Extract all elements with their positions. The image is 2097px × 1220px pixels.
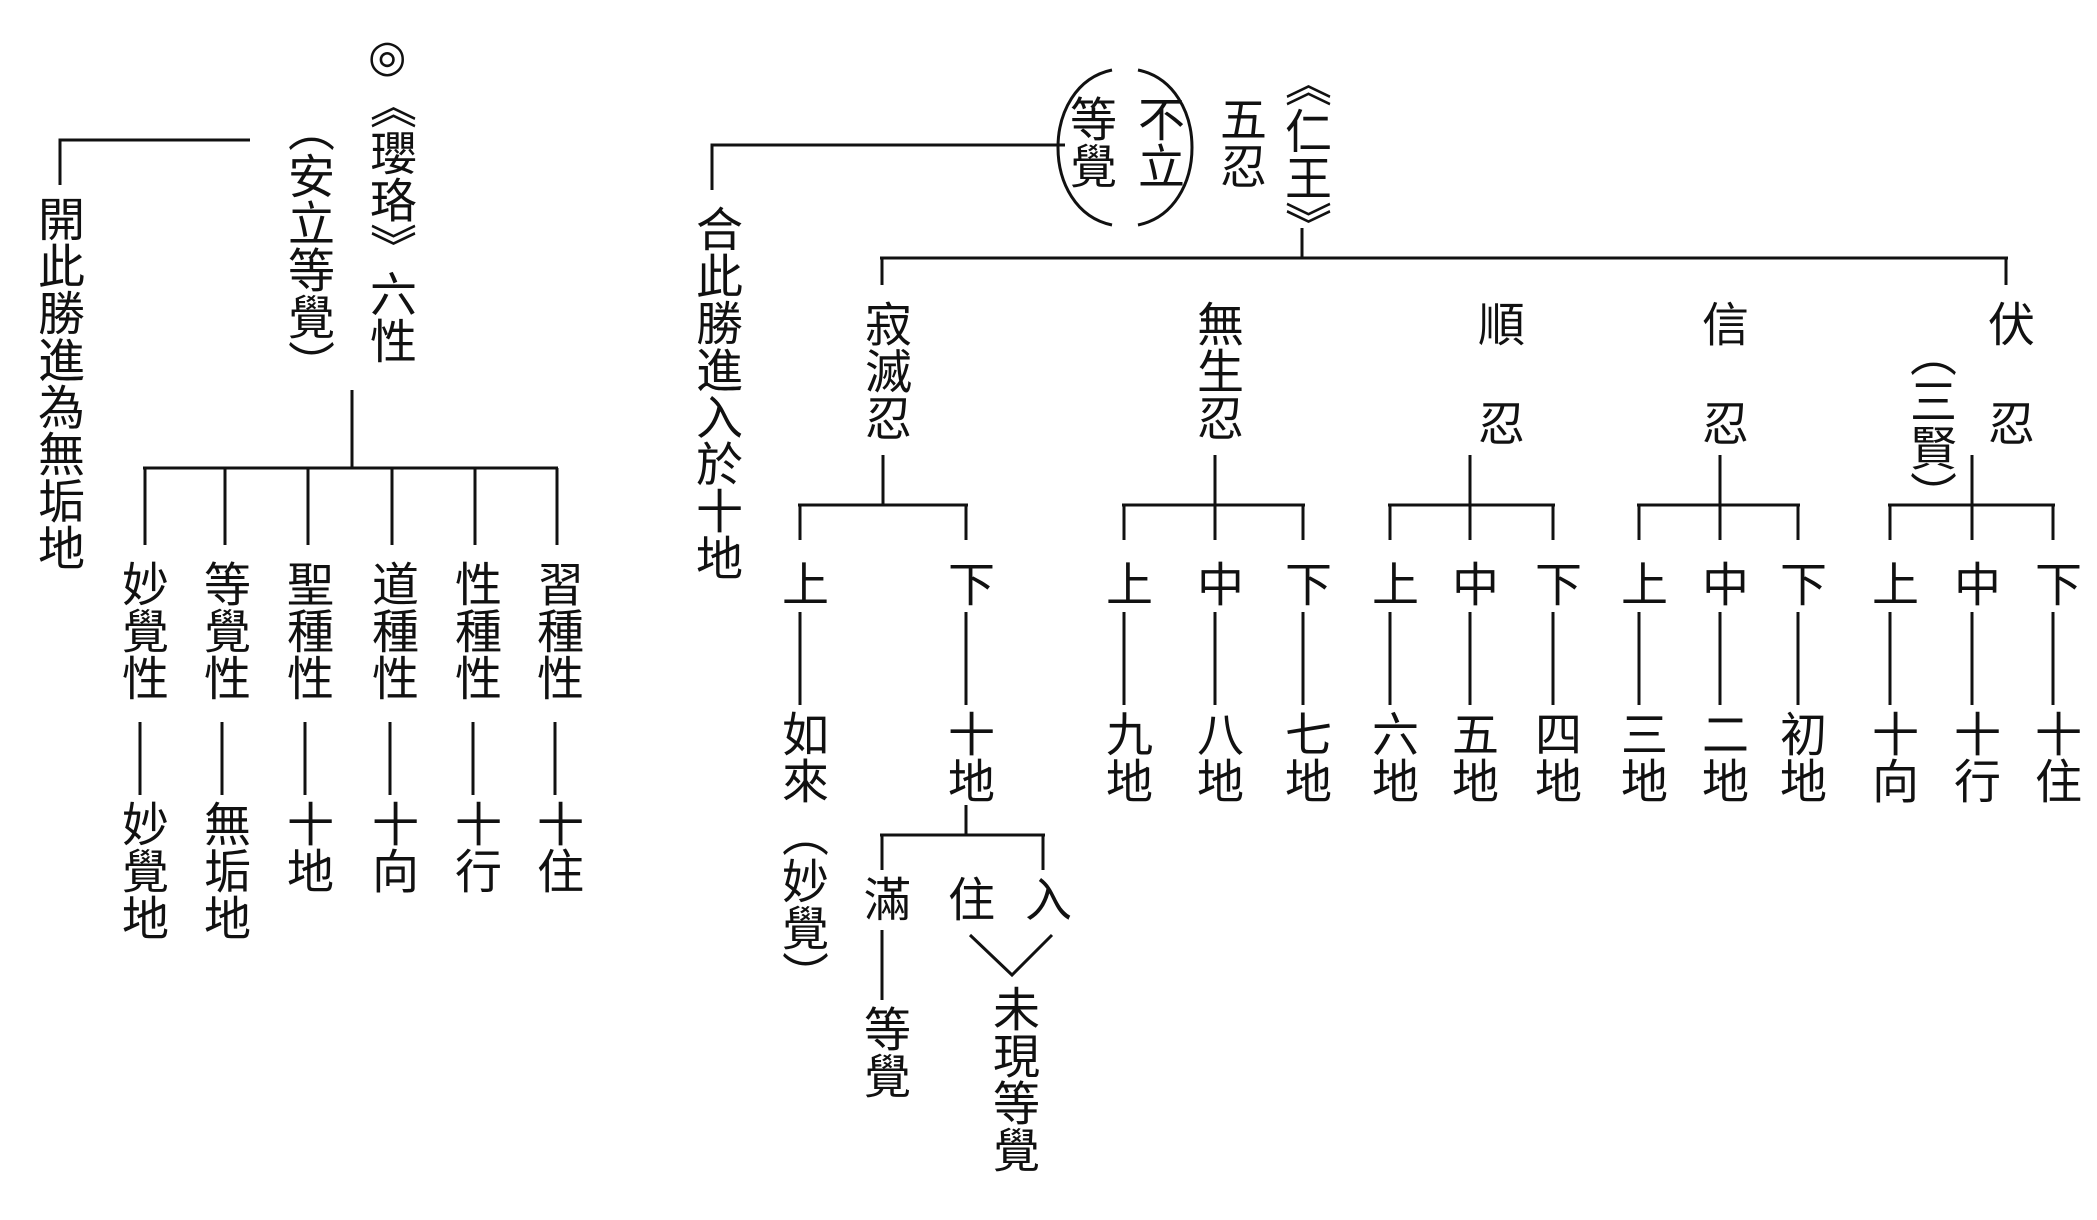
- renwang-paren-left: [1056, 68, 1113, 227]
- renwang-paren-note-1: 不立: [1129, 95, 1184, 189]
- wusheng-middle: 中: [1188, 560, 1243, 607]
- renwang-side-note: 合此勝進入於十地: [687, 205, 742, 581]
- shun-lower-stage: 四地: [1526, 710, 1581, 804]
- forbearance-xin: 信忍: [1693, 300, 1748, 498]
- xin-lower: 下: [1771, 560, 1826, 607]
- shun-upper: 上: [1363, 560, 1418, 607]
- jimie-upper: 上: [773, 560, 828, 607]
- sub-merge-arrow: [968, 933, 1054, 978]
- shun-middle: 中: [1443, 560, 1498, 607]
- yingluo-title: 《瓔珞》六性: [361, 82, 416, 364]
- jimie-sub-note: 未現等覺: [984, 985, 1039, 1173]
- forbearance-wusheng: 無生忍: [1188, 300, 1243, 441]
- renwang-side-bracket: [710, 143, 1065, 190]
- yingluo-side-bracket: [58, 138, 250, 185]
- wusheng-upper-stage: 九地: [1097, 710, 1152, 804]
- yingluo-nature-4: 道種性: [363, 560, 418, 701]
- xin-upper-stage: 三地: [1612, 710, 1667, 804]
- xin-upper: 上: [1612, 560, 1667, 607]
- xin-middle-stage: 二地: [1693, 710, 1748, 804]
- yingluo-nature-2: 等覺性: [195, 560, 250, 701]
- shun-lower: 下: [1526, 560, 1581, 607]
- fu-lower: 下: [2026, 560, 2081, 607]
- jimie-sub-full-stage: 等覺: [855, 1005, 910, 1099]
- yingluo-nature-6: 習種性: [528, 560, 583, 701]
- forbearance-jimie: 寂滅忍: [856, 300, 911, 441]
- forbearance-fu: 伏忍: [1979, 300, 2034, 498]
- yingluo-nature-5: 性種性: [446, 560, 501, 701]
- jimie-lower: 下: [939, 560, 994, 607]
- xin-middle: 中: [1693, 560, 1748, 607]
- yingluo-nature-1: 妙覺性: [113, 560, 168, 701]
- fu-middle: 中: [1945, 560, 2000, 607]
- renwang-subtitle: 五忍: [1211, 95, 1266, 189]
- forbearance-shun: 順忍: [1469, 300, 1524, 498]
- shun-upper-stage: 六地: [1363, 710, 1418, 804]
- jimie-lower-stage: 十地: [939, 710, 994, 804]
- xin-lower-stage: 初地: [1771, 710, 1826, 804]
- wusheng-middle-stage: 八地: [1188, 710, 1243, 804]
- yingluo-subtitle: （安立等覺）: [279, 105, 334, 387]
- yingluo-stage-2: 無垢地: [195, 800, 250, 941]
- renwang-paren-right: [1137, 68, 1194, 227]
- yingluo-nature-3: 聖種性: [278, 560, 333, 701]
- jimie-upper-stage: 如來: [773, 710, 828, 804]
- shun-middle-stage: 五地: [1443, 710, 1498, 804]
- jimie-sub-full: 滿: [855, 875, 910, 922]
- fu-upper: 上: [1863, 560, 1918, 607]
- yingluo-stage-5: 十行: [446, 800, 501, 894]
- jimie-upper-note: （妙覺）: [773, 810, 828, 998]
- yingluo-mark: ◎: [368, 31, 407, 82]
- wusheng-lower-stage: 七地: [1276, 710, 1331, 804]
- yingluo-stage-3: 十地: [278, 800, 333, 894]
- wusheng-lower: 下: [1276, 560, 1331, 607]
- jimie-sub-enter: 入: [1016, 875, 1071, 922]
- fu-middle-stage: 十行: [1945, 710, 2000, 804]
- fu-upper-stage: 十向: [1863, 710, 1918, 804]
- yingluo-stage-1: 妙覺地: [113, 800, 168, 941]
- fu-note: （三賢）: [1901, 330, 1956, 518]
- jimie-sub-abide: 住: [939, 875, 994, 922]
- renwang-title: 《仁王》: [1276, 60, 1331, 248]
- renwang-paren-note-2: 等覺: [1061, 95, 1116, 189]
- yingluo-stage-4: 十向: [363, 800, 418, 894]
- yingluo-side-note: 開此勝進為無垢地: [29, 195, 84, 571]
- wusheng-upper: 上: [1097, 560, 1152, 607]
- fu-lower-stage: 十住: [2026, 710, 2081, 804]
- yingluo-stage-6: 十住: [528, 800, 583, 894]
